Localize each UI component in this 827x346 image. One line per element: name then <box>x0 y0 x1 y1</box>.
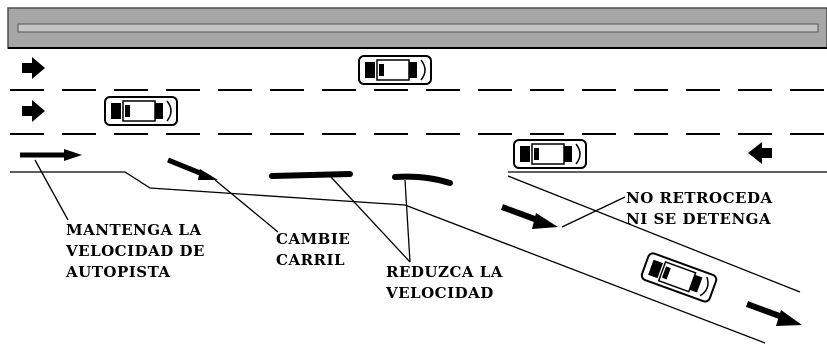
lane-change-mark <box>269 171 353 179</box>
callout-lines <box>34 159 626 263</box>
reduce-speed-label: REDUZCA LA VELOCIDAD <box>386 262 503 304</box>
direction-arrow-icon <box>22 57 45 79</box>
change-lane-label: CAMBIE CARRIL <box>276 229 350 271</box>
car-top-view-icon <box>639 251 719 304</box>
car-top-view-icon <box>513 139 587 169</box>
direction-arrow-icon <box>748 142 772 164</box>
label-line: MANTENGA LA <box>66 221 202 239</box>
label-line: VELOCIDAD <box>386 284 494 302</box>
label-line: REDUZCA LA <box>386 263 503 281</box>
maintain-speed-label: MANTENGA LA VELOCIDAD DE AUTOPISTA <box>66 220 205 283</box>
direction-arrow-icon <box>22 100 45 122</box>
label-line: NO RETROCEDA <box>626 189 773 207</box>
label-line: CARRIL <box>276 251 346 269</box>
label-line: AUTOPISTA <box>66 263 171 281</box>
direction-arrow-icon <box>167 157 218 180</box>
direction-arrow-icon <box>500 204 558 229</box>
road-edges <box>10 171 827 344</box>
lane-dashes <box>10 89 827 135</box>
slowing-mark <box>392 173 453 186</box>
label-line: NI SE DETENGA <box>626 210 772 228</box>
car-top-view-icon <box>358 55 432 85</box>
label-line: VELOCIDAD DE <box>66 242 205 260</box>
label-line: CAMBIE <box>276 230 351 248</box>
direction-arrow-icon <box>745 301 802 326</box>
direction-arrow-icon <box>20 149 82 161</box>
no-reverse-label: NO RETROCEDA NI SE DETENGA <box>626 188 773 230</box>
highway-barrier <box>7 7 827 49</box>
car-top-view-icon <box>104 96 178 126</box>
